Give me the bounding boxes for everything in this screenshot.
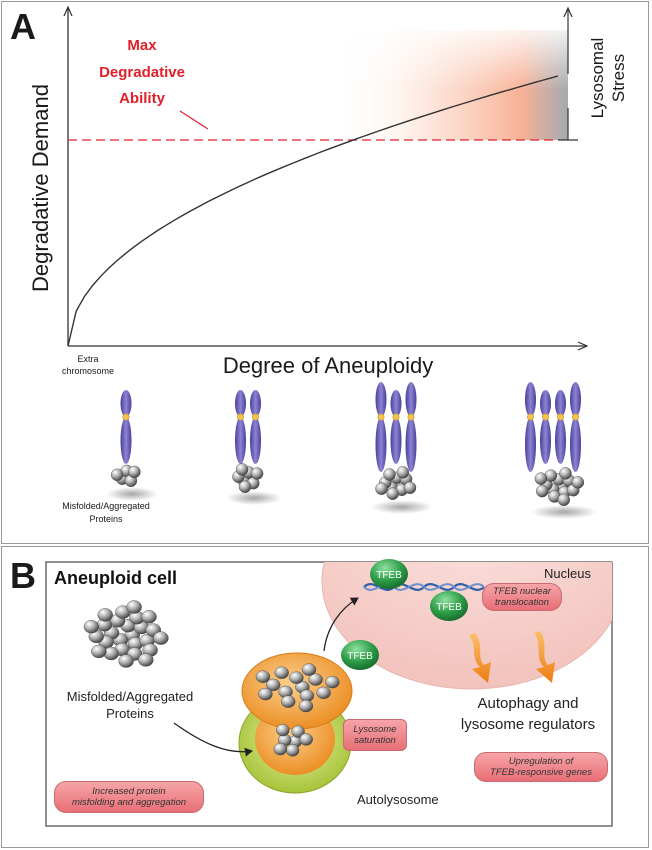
chromosome (405, 382, 417, 472)
aggregate-cluster-4 (530, 467, 598, 519)
tfeb-release-arrow (323, 597, 359, 652)
chromosome (555, 390, 566, 464)
chromosome (120, 390, 132, 464)
aggregate-cluster-3 (371, 466, 433, 514)
upregulation-line-1: Upregulation of (508, 756, 574, 767)
panel-a-letter: A (10, 6, 36, 47)
misfolded-b-line-1: Misfolded/Aggregated (67, 689, 193, 704)
aggregate-cluster-2 (226, 463, 282, 505)
stress-label-line-1: Lysosomal (588, 38, 607, 119)
lysosome-saturation-line-1: Lysosome (353, 724, 397, 735)
misfolded-b-line-2: Proteins (106, 706, 154, 721)
aggregate-clusters (106, 463, 598, 519)
extra-chromosome-line-1: Extra (77, 354, 98, 364)
chromosome-set-2 (235, 390, 261, 464)
cell-title: Aneuploid cell (54, 568, 177, 588)
chromosome (375, 382, 387, 472)
chromosome (525, 382, 536, 472)
demand-curve (67, 75, 559, 347)
tfeb-label-2: TFEB (436, 602, 462, 613)
tfeb-protein-1 (370, 559, 408, 589)
tfeb-translocation-line-2: translocation (495, 597, 549, 608)
chromosome (570, 382, 581, 472)
tfeb-protein-3 (341, 640, 379, 670)
increased-line-2: misfolding and aggregation (71, 797, 187, 808)
panel-a: A (1, 1, 649, 544)
chromosome (250, 390, 261, 464)
aggregation-arrow (173, 722, 253, 757)
chromosome-sets (120, 382, 581, 472)
misfolded-a-line-1: Misfolded/Aggregated (62, 501, 150, 511)
max-label-line-1: Max (127, 37, 157, 54)
threshold-pointer (179, 110, 209, 130)
regulators-line-2: lysosome regulators (461, 716, 595, 733)
panel-b: B (1, 546, 649, 848)
regulators-line-1: Autophagy and (478, 695, 579, 712)
autolysosome-label: Autolysosome (357, 792, 439, 807)
increased-line-1: Increased protein (92, 786, 166, 797)
aggregate-cluster-1 (106, 464, 158, 501)
orange-arrow-left (469, 633, 491, 683)
max-label-line-2: Degradative (99, 64, 185, 81)
panel-b-letter: B (10, 555, 36, 596)
tfeb-translocation-line-1: TFEB nuclear (492, 586, 552, 597)
tfeb-label-1: TFEB (376, 570, 402, 581)
nucleus-label: Nucleus (544, 566, 591, 581)
chromosome-set-4 (525, 382, 581, 472)
stress-label-line-2: Stress (609, 54, 628, 102)
misfolded-a-line-2: Proteins (89, 514, 123, 524)
upregulation-line-2: TFEB-responsive genes (490, 767, 592, 778)
lysosome-saturation-line-2: saturation (354, 735, 396, 746)
chromosome (390, 390, 402, 464)
extra-chromosome-line-2: chromosome (62, 366, 114, 376)
misfolded-protein-cluster (83, 600, 169, 668)
chromosome (540, 390, 551, 464)
panel-a-graphic: Degradative Demand Degree of Aneuploidy … (28, 2, 628, 524)
y-axis-label: Degradative Demand (28, 84, 53, 292)
chromosome (235, 390, 246, 464)
x-axis-label: Degree of Aneuploidy (223, 353, 433, 378)
tfeb-protein-2 (430, 591, 468, 621)
orange-arrow-right (534, 631, 555, 683)
chromosome-set-3 (375, 382, 417, 472)
tfeb-label-3: TFEB (347, 651, 373, 662)
max-label-line-3: Ability (119, 90, 165, 107)
chromosome-set-1 (120, 390, 132, 464)
